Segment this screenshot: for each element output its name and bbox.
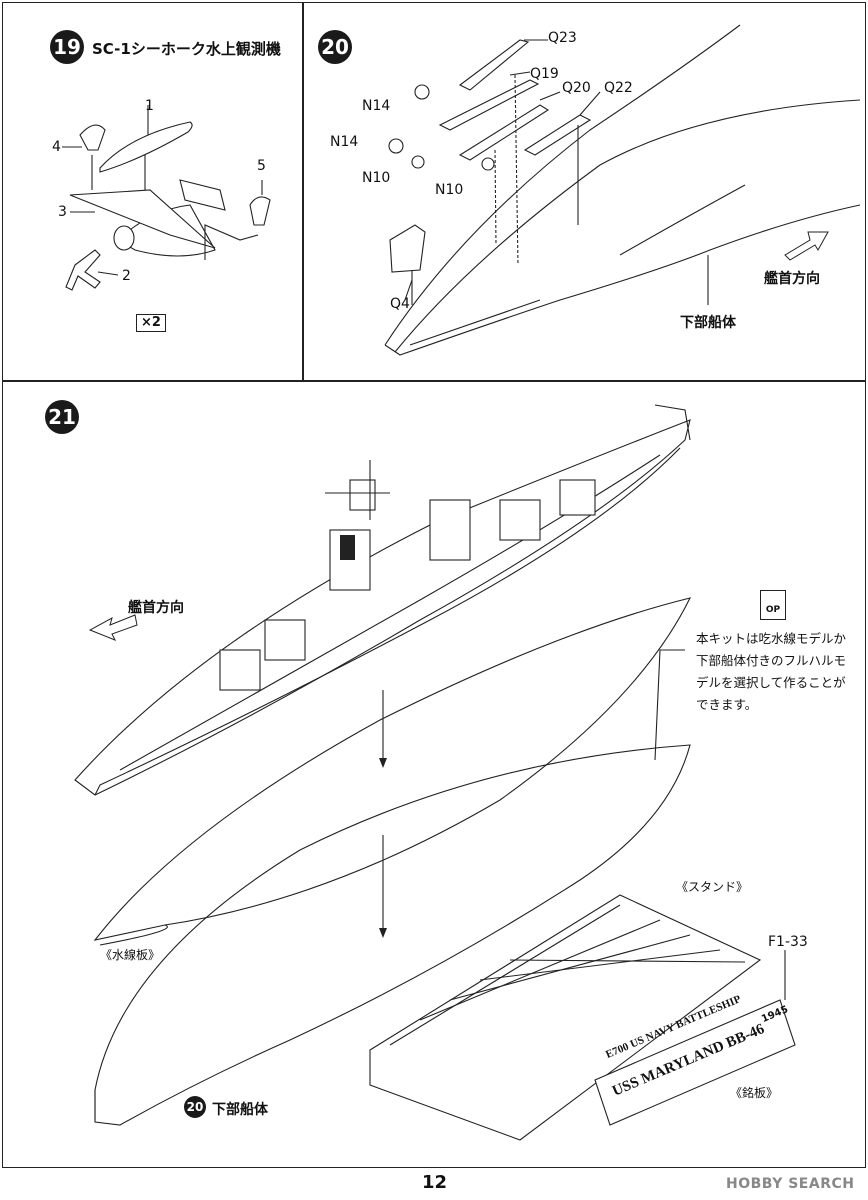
part-2-label: 2 [122,268,131,284]
part-q20-label: Q20 [562,80,591,96]
step-19-panel [2,2,304,382]
part-q4-label: Q4 [390,296,410,312]
option-icon: OP [760,590,786,620]
waterline-plate-label: 《水線板》 [100,948,161,962]
nameplate-part-label: F1-33 [768,934,808,950]
part-q19-label: Q19 [530,66,559,82]
step-21-panel [2,380,866,1168]
watermark: HOBBY SEARCH [726,1176,855,1192]
option-note: 本キットは吃水線モデルか下部船体付きのフルハルモデルを選択して作ることができます… [696,631,847,712]
part-n10-label-2: N10 [435,182,464,198]
step-21-badge: 21 [45,400,79,434]
part-q22-label: Q22 [604,80,633,96]
part-n10-label-1: N10 [362,170,391,186]
bow-direction-label-20: 艦首方向 [764,271,820,287]
part-4-label: 4 [52,139,61,155]
part-1-label: 1 [145,98,154,114]
part-n14-label-1: N14 [362,98,391,114]
step-19-title: SC-1シーホーク水上観測機 [92,40,281,58]
stand-label: 《スタンド》 [676,880,749,894]
ref-step-20-badge: 20 [184,1096,206,1118]
bow-direction-label-21: 艦首方向 [128,600,184,616]
step-20-panel [302,2,866,382]
part-n14-label-2: N14 [330,134,359,150]
step-19-badge: 19 [50,30,84,64]
part-q23-label: Q23 [548,30,577,46]
op-icon-text: OP [765,605,781,615]
nameplate-label: 《銘板》 [730,1086,779,1100]
part-3-label: 3 [58,204,67,220]
step-20-badge: 20 [318,30,352,64]
page-number: 12 [422,1172,448,1193]
lower-hull-label-20: 下部船体 [680,315,736,331]
ref-lower-hull-label: 下部船体 [212,1102,268,1118]
multiplier-badge: ×2 [136,314,166,332]
part-5-label: 5 [257,158,266,174]
